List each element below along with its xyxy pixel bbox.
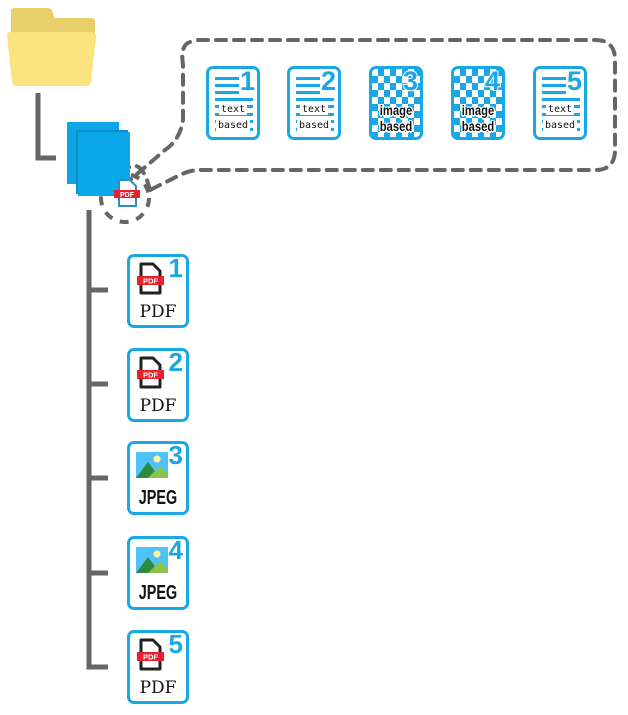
page-label-line1: text — [545, 104, 575, 115]
pdf-file-icon: PDF — [137, 638, 164, 671]
pdf-badge-label: PDF — [143, 653, 158, 662]
file-card-1[interactable]: PDF PDF 1 — [127, 254, 189, 328]
file-format-label: JPEG — [138, 487, 178, 509]
pdf-file-icon: PDF — [137, 356, 164, 389]
file-card-5[interactable]: PDF PDF 5 — [127, 630, 189, 704]
page-number: 1 — [239, 66, 255, 96]
pdf-file-icon: PDF — [137, 262, 164, 295]
connector-trunk — [86, 210, 108, 670]
callout-focus-circle — [99, 172, 151, 224]
file-number: 3 — [168, 440, 183, 470]
file-number: 2 — [168, 347, 183, 377]
image-landscape-icon — [136, 452, 168, 478]
file-card-2[interactable]: PDF PDF 2 — [127, 348, 189, 422]
pdf-badge-icon: PDF — [114, 179, 140, 207]
image-landscape-icon — [136, 547, 168, 573]
page-label-line2: based — [461, 118, 495, 134]
page-label-line2: based — [379, 118, 413, 134]
page-card-5[interactable]: text based 5 — [533, 66, 587, 140]
file-format-label: JPEG — [138, 582, 178, 604]
page-card-1[interactable]: text based 1 — [206, 66, 260, 140]
page-number: 3 — [402, 66, 419, 96]
page-number: 2 — [320, 66, 336, 96]
checkerboard-pattern — [454, 69, 502, 137]
page-label-line2: based — [215, 120, 251, 131]
page-label-line1: text — [299, 104, 329, 115]
connector-folder-to-stack — [35, 93, 56, 161]
page-label-line1: text — [218, 104, 248, 115]
page-label-line2: based — [296, 120, 332, 131]
page-label-line2: based — [542, 120, 578, 131]
file-format-label: PDF — [139, 302, 177, 322]
file-card-3[interactable]: JPEG 3 — [127, 441, 189, 515]
file-format-label: PDF — [139, 678, 177, 698]
folder-icon[interactable] — [5, 8, 97, 88]
page-number: 4 — [484, 66, 501, 96]
page-label-line1: image — [379, 102, 413, 118]
checkerboard-pattern — [372, 69, 420, 137]
file-number: 4 — [168, 535, 183, 565]
page-number: 5 — [566, 66, 582, 96]
file-format-label: PDF — [139, 396, 177, 416]
document-stack[interactable]: PDF — [67, 122, 140, 207]
page-label-line1: image — [461, 102, 495, 118]
stack-badge-label: PDF — [120, 192, 135, 199]
page-card-2[interactable]: text based 2 — [287, 66, 341, 140]
file-card-4[interactable]: JPEG 4 — [127, 536, 189, 610]
file-number: 1 — [168, 253, 183, 283]
pdf-badge-label: PDF — [143, 277, 158, 286]
file-number: 5 — [168, 629, 183, 659]
pdf-badge-label: PDF — [143, 371, 158, 380]
